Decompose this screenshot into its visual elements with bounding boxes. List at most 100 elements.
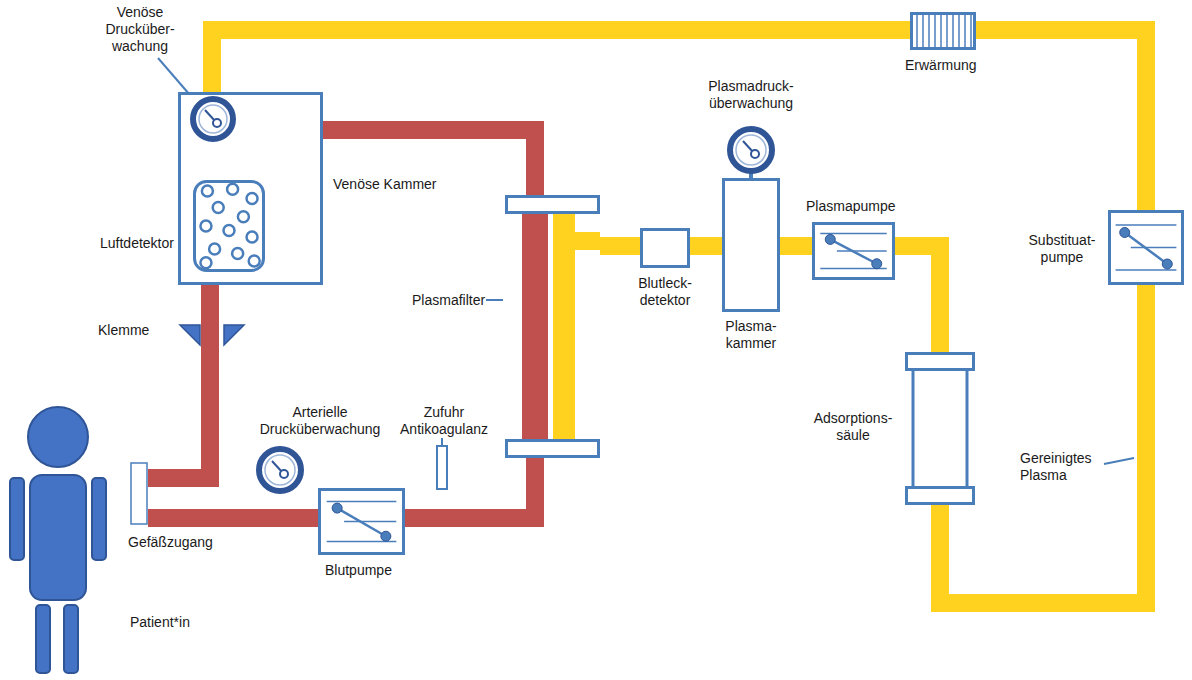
pump-line <box>1131 247 1177 249</box>
pressure-gauge-shape <box>727 126 775 174</box>
pressure-gauge: Plasmadruck- überwachung <box>727 126 775 174</box>
pump-housing <box>320 490 404 554</box>
plasma-line <box>690 237 722 255</box>
pump-roller <box>332 503 342 513</box>
anticoagulant-supply-shape <box>436 445 448 490</box>
patient-head <box>28 407 88 467</box>
patient-arm <box>10 478 24 560</box>
pressure-gauge-shape <box>190 96 236 142</box>
plasma-line <box>780 237 812 255</box>
gauge-ring <box>730 129 772 171</box>
component-label: Plasmapumpe <box>806 198 896 215</box>
component-label: Venöse Kammer <box>333 176 437 193</box>
heater-fin <box>958 15 960 47</box>
vascular-access-shape <box>130 462 148 525</box>
air-detector-shape <box>193 180 265 272</box>
pump-roller <box>1162 259 1172 269</box>
heater-body <box>912 14 975 49</box>
component-label: Plasmadruck- überwachung <box>700 78 802 112</box>
blood-leak-detector: Blutleck- detektor <box>640 228 690 268</box>
air-bubble <box>249 255 260 266</box>
component-label: Adsorptions- säule <box>806 410 900 444</box>
gauge-hub <box>751 150 759 158</box>
heater-fin <box>934 15 936 47</box>
air-bubble <box>200 221 211 232</box>
air-bubble <box>209 244 220 255</box>
pump-housing <box>1110 212 1183 284</box>
pump-roller <box>1120 228 1130 238</box>
gauge-face <box>199 105 227 133</box>
patient-figure <box>10 407 106 673</box>
air-detector: Luftdetektor <box>193 180 265 272</box>
blood-leak-detector-shape <box>640 228 690 268</box>
free-label: Patient*in <box>130 614 190 631</box>
component-label: Arterielle Drucküberwachung <box>250 404 390 438</box>
heater-fin <box>928 15 930 47</box>
column-cap <box>907 488 974 504</box>
component-label: Erwärmung <box>905 57 977 74</box>
free-label: Gereinigtes Plasma <box>1020 450 1112 484</box>
filter-cap <box>507 197 599 213</box>
substitute-pump: Substituat- pumpe <box>1108 210 1184 285</box>
leader-line <box>441 438 443 445</box>
component-label: Substituat- pumpe <box>1020 232 1104 266</box>
venous-chamber: Venöse KammerVenöse Drucküber- wachungLu… <box>178 92 323 285</box>
plasma-line <box>600 237 640 255</box>
blood-channel <box>522 211 548 442</box>
access-port <box>131 463 147 524</box>
gauge-needle <box>272 461 282 472</box>
box-outline <box>180 94 322 284</box>
gauge-needle <box>743 141 753 152</box>
free-label: Klemme <box>98 322 149 339</box>
vascular-access: Gefäßzugang <box>130 462 148 525</box>
air-bubble <box>213 202 224 213</box>
column-body <box>913 366 967 491</box>
component-label: Blutpumpe <box>325 562 392 579</box>
blood-line <box>405 458 535 518</box>
plasma-line <box>212 30 910 92</box>
component-label: Plasma- kammer <box>716 318 786 352</box>
air-detector-body <box>195 182 264 271</box>
plasma-filter-shape <box>505 195 600 458</box>
leader-line <box>1104 458 1134 464</box>
anticoagulant-supply: Zufuhr Antikoagulanz <box>436 445 448 490</box>
clamp-jaw <box>224 325 244 345</box>
plasma-chamber: Plasma- kammer <box>722 178 780 312</box>
plasma-outlet <box>573 232 600 250</box>
leader-line <box>486 299 503 301</box>
clamp-jaw <box>180 325 200 345</box>
box-outline <box>642 230 689 267</box>
patient-leg <box>36 605 50 673</box>
pump-line <box>344 521 396 523</box>
heater-fin <box>940 15 942 47</box>
box-outline <box>724 180 779 311</box>
component-label: Luftdetektor <box>100 235 174 252</box>
air-bubble <box>224 225 235 236</box>
blood-line <box>323 130 535 195</box>
heater-shape <box>910 12 976 50</box>
pressure-gauge-shape <box>256 446 304 494</box>
plasma-pump: Plasmapumpe <box>812 222 895 280</box>
plasma-line <box>976 30 1146 210</box>
column-cap <box>907 354 974 370</box>
heater-fin <box>970 15 972 47</box>
pump-line <box>327 501 397 503</box>
gauge-ring <box>193 99 233 139</box>
heater-fin <box>952 15 954 47</box>
component-label: Gefäßzugang <box>128 534 213 551</box>
filter-cap <box>507 441 599 457</box>
plasma-pump-shape <box>812 222 895 280</box>
component-label: Venöse Drucküber- wachung <box>96 4 184 54</box>
gauge-face <box>736 135 766 165</box>
plasma-channel <box>553 211 575 442</box>
pump-line <box>1116 224 1177 226</box>
gauge-ring <box>259 449 301 491</box>
pressure-gauge: Arterielle Drucküberwachung <box>256 446 304 494</box>
pump-rotor <box>337 508 386 536</box>
plasma-line <box>940 285 1146 603</box>
patient-arm <box>92 478 106 560</box>
plasma-filter: Plasmafilter <box>505 195 600 458</box>
air-bubble <box>227 184 238 195</box>
pump-rotor <box>830 239 876 263</box>
